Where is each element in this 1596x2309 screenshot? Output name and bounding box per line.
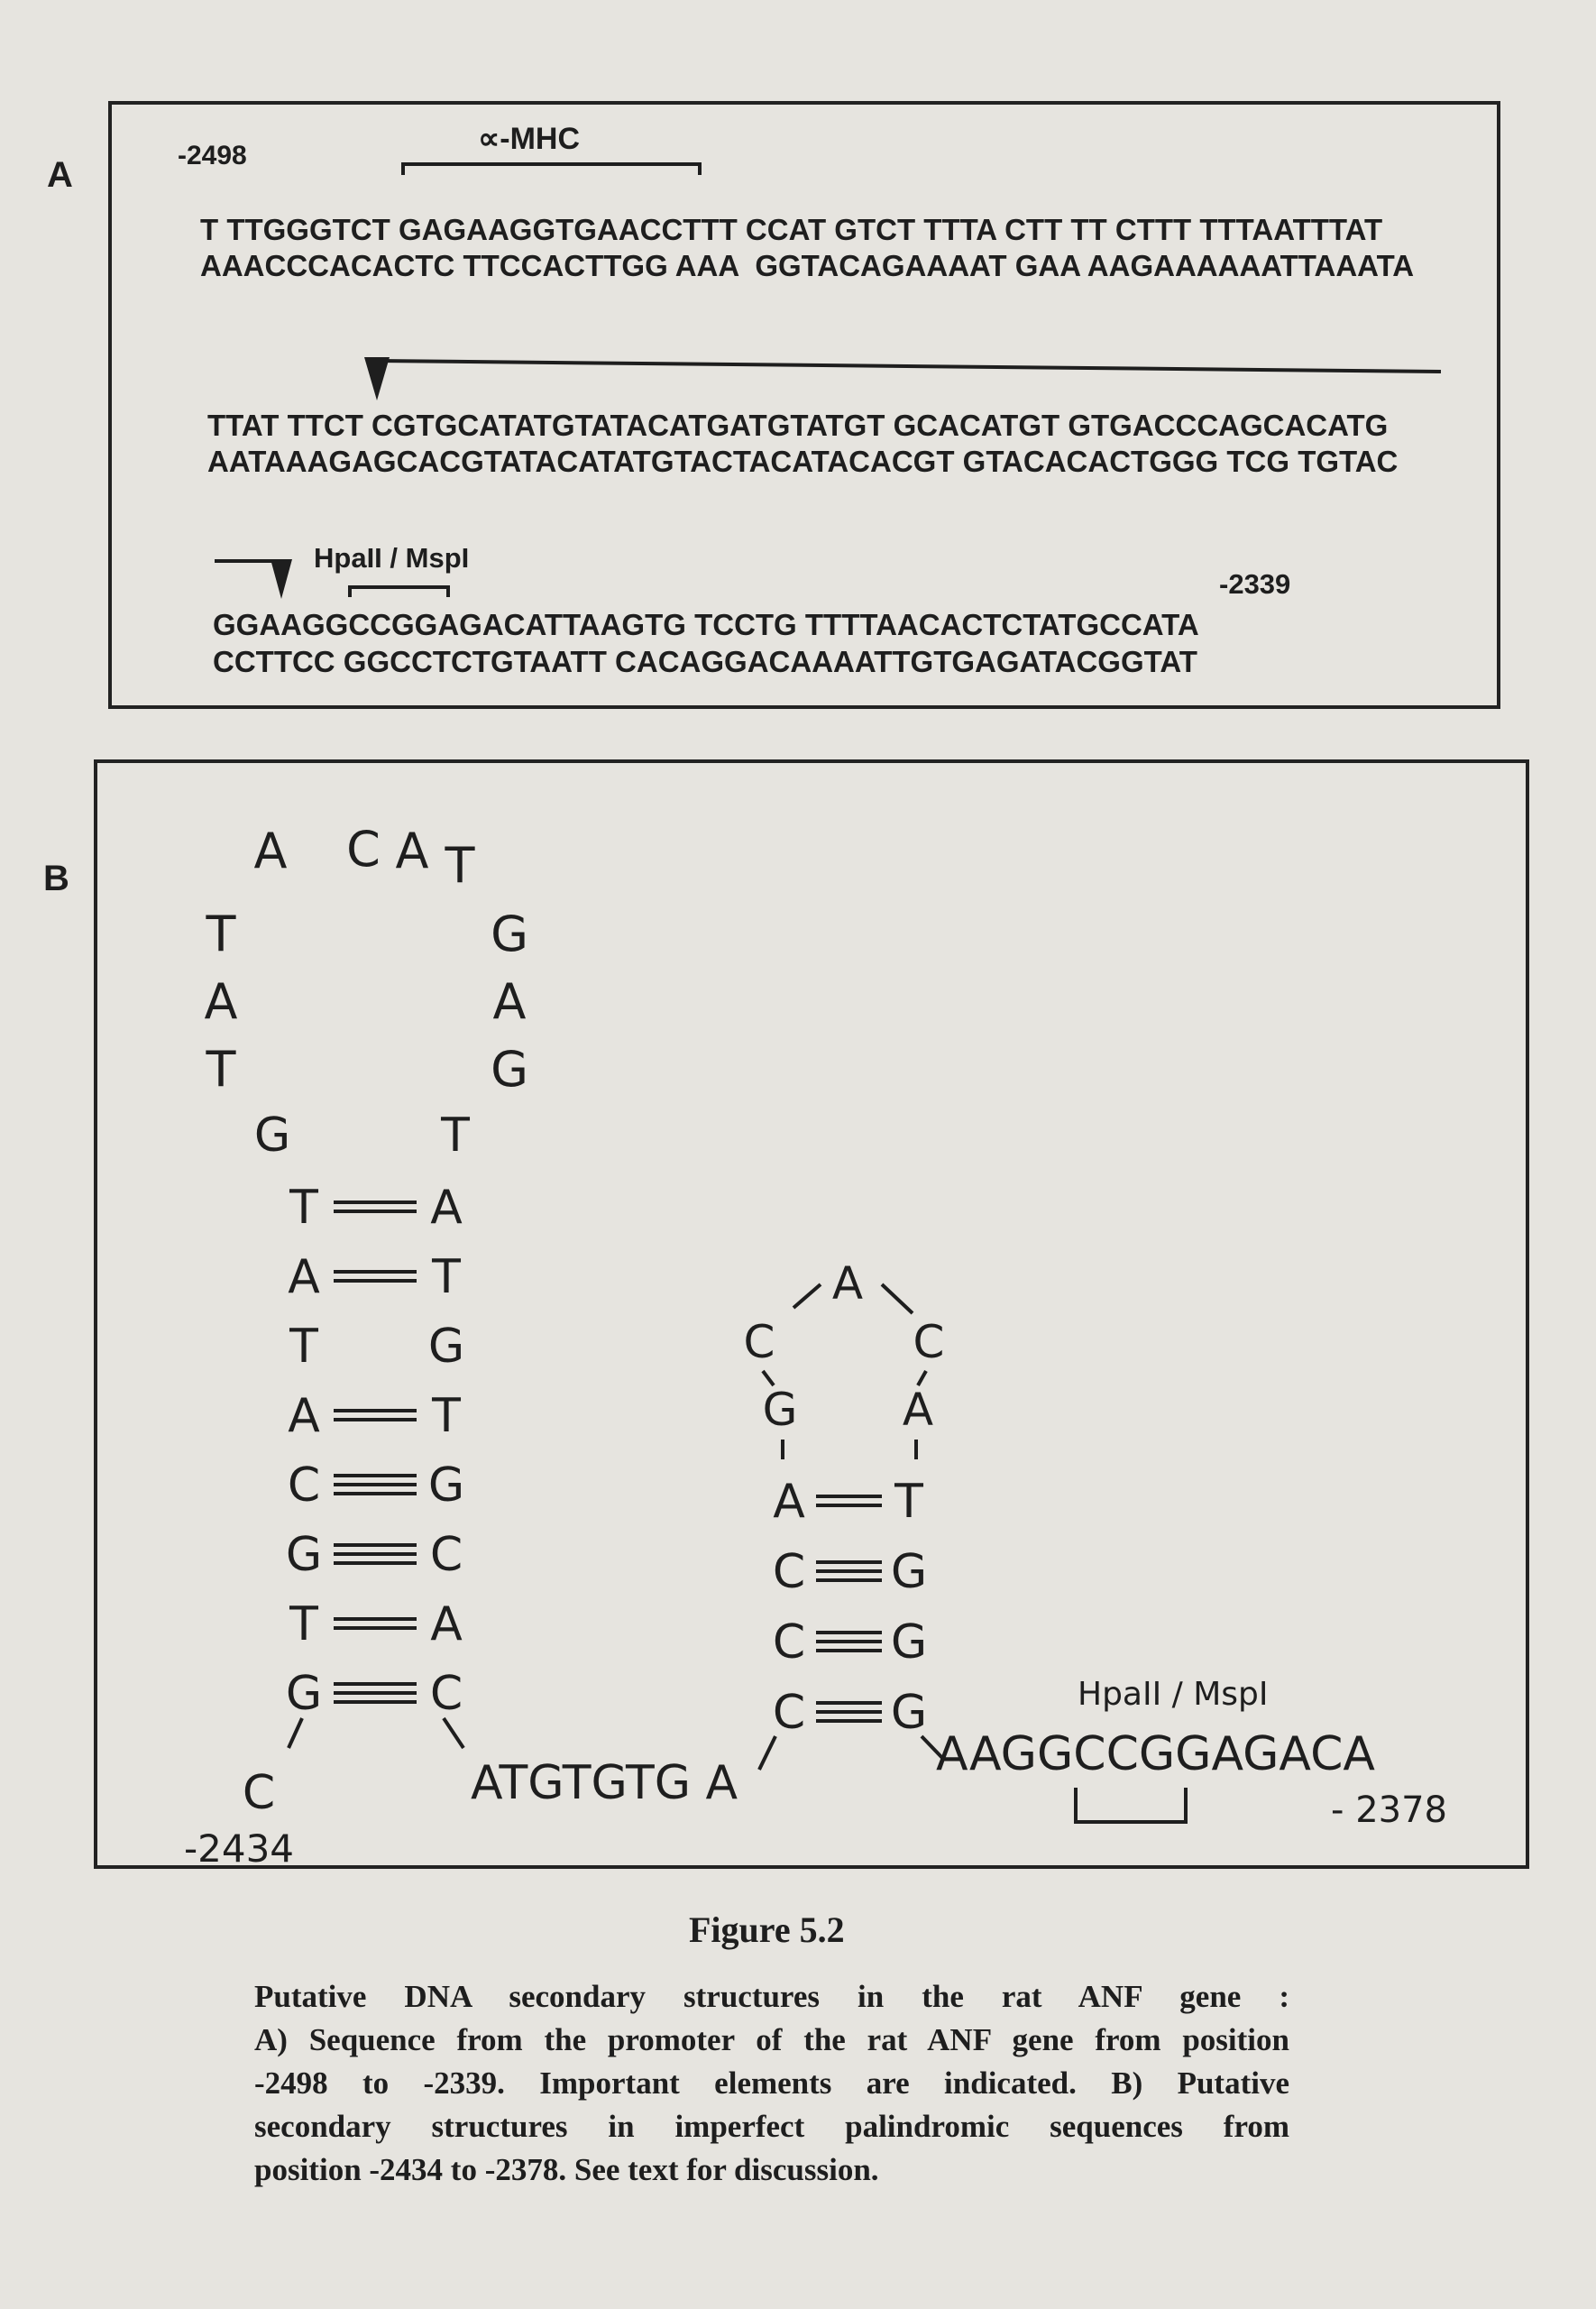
- hpaii-bracket-b: [1074, 1788, 1188, 1824]
- hairpin2-end-position: - 2378: [1331, 1789, 1447, 1831]
- hairpin2-stem-base: A: [773, 1475, 805, 1529]
- hairpin2-stem-base: T: [894, 1475, 923, 1529]
- caption-line-4: secondary structures in imperfect palind…: [254, 2109, 1289, 2144]
- mhc-bracket: [401, 162, 702, 175]
- seq-block3-top: GGAAGGCCGGAGACATTAAGTG TCCTG TTTTAACACTC…: [213, 608, 1199, 641]
- hairpin1-start-position: -2434: [184, 1826, 294, 1871]
- hairpin2-stem-base: C: [773, 1545, 805, 1599]
- hairpin2-stem-base: G: [891, 1686, 927, 1740]
- hairpin2-stem-base: G: [891, 1615, 927, 1670]
- hairpin1-stem-base: G: [286, 1528, 322, 1582]
- hairpin1-loop-base: G: [491, 1041, 528, 1098]
- hairpin2-loop-base: A: [832, 1257, 863, 1310]
- hairpin2-stem-base: C: [773, 1615, 805, 1670]
- seq-block2-top: TTAT TTCT CGTGCATATGTATACATGATGTATGT GCA…: [207, 409, 1389, 442]
- hairpin1-stem-base: T: [431, 1389, 461, 1443]
- hairpin2-loop-connector: [761, 1369, 775, 1387]
- hairpin1-stem-base: C: [430, 1528, 463, 1582]
- hairpin2-stem-base: C: [773, 1686, 805, 1740]
- panel-a-start-position: -2498: [178, 141, 247, 170]
- hairpin1-stem-base: A: [430, 1597, 463, 1651]
- hairpin2-backbone-connector: [920, 1734, 945, 1761]
- hairpin1-backbone-connector: [442, 1716, 465, 1750]
- hairpin1-stem-base: T: [289, 1320, 318, 1374]
- hairpin1-stem-base: A: [430, 1181, 463, 1235]
- panel-b-box: [94, 759, 1529, 1869]
- hairpin1-tail-base: C: [243, 1766, 275, 1820]
- hairpin1-stem-base: T: [289, 1597, 318, 1651]
- hairpin1-stem-base: A: [288, 1250, 320, 1304]
- hairpin1-loop-base: A: [254, 823, 288, 879]
- hairpin2-loop-connector: [792, 1283, 822, 1310]
- hairpin1-loop-base: A: [493, 973, 527, 1030]
- hpaii-label-b: HpaII / MspI: [1078, 1676, 1269, 1713]
- hairpin1-stem-base: A: [288, 1389, 320, 1443]
- hairpin1-stem-base: T: [289, 1181, 318, 1235]
- hairpin1-loop-base: T: [445, 837, 476, 894]
- figure-title: Figure 5.2: [689, 1909, 845, 1950]
- hairpin1-backbone-connector: [287, 1717, 304, 1749]
- hairpin1-loop-base: T: [206, 906, 237, 962]
- caption-text: Putative DNA secondary structures in the…: [254, 1975, 1289, 2192]
- hairpin1-stem-base: G: [428, 1320, 464, 1374]
- mhc-element-label: ∝-MHC: [478, 122, 581, 156]
- hairpin1-neck-base: G: [254, 1109, 290, 1163]
- linker-sequence: ATGTGTG A: [471, 1756, 738, 1810]
- hairpin1-stem-base: C: [288, 1458, 320, 1513]
- hairpin1-stem-base: G: [428, 1458, 464, 1513]
- hairpin1-loop-base: A: [396, 823, 429, 879]
- hairpin2-loop-base: A: [903, 1384, 933, 1436]
- hairpin1-stem-base: G: [286, 1667, 322, 1721]
- transcript-arrowhead-1: [364, 357, 390, 400]
- hpaii-bracket-a: [348, 585, 450, 597]
- hairpin1-loop-base: C: [346, 821, 381, 878]
- hairpin1-neck-base: T: [440, 1109, 470, 1163]
- hairpin2-backbone-connector: [757, 1735, 777, 1771]
- hairpin2-loop-base: C: [744, 1316, 775, 1368]
- hpaii-label-a: HpaII / MspI: [314, 542, 470, 574]
- seq-block2-bottom: AATAAAGAGCACGTATACATATGTACTACATACACGT GT…: [207, 445, 1399, 478]
- hairpin1-loop-base: A: [205, 973, 238, 1030]
- transcript-arrowhead-2: [271, 559, 292, 599]
- panel-a-box: [108, 101, 1500, 709]
- caption-line-2: A) Sequence from the promoter of the rat…: [254, 2022, 1289, 2057]
- seq-block1-top: T TTGGGTCT GAGAAGGTGAACCTTT CCAT GTCT TT…: [200, 213, 1383, 246]
- seq-block1-bottom: AAACCCACACTC TTCCACTTGG AAA GGTACAGAAAAT…: [200, 249, 1415, 282]
- panel-a-label: A: [47, 155, 73, 195]
- panel-a-end-position: -2339: [1219, 568, 1291, 600]
- hairpin1-loop-base: T: [206, 1041, 237, 1098]
- caption-line-1: Putative DNA secondary structures in the…: [254, 1979, 1289, 2014]
- hairpin2-loop-base: C: [913, 1316, 945, 1368]
- transcript-line: [376, 359, 1442, 373]
- hairpin1-stem-base: C: [430, 1667, 463, 1721]
- hairpin2-loop-connector: [916, 1370, 928, 1386]
- panel-b-label: B: [43, 859, 69, 898]
- hairpin1-stem-base: T: [431, 1250, 461, 1304]
- hairpin2-stem-base: G: [891, 1545, 927, 1599]
- caption-line-5: position -2434 to -2378. See text for di…: [254, 2152, 879, 2187]
- hairpin2-tail-sequence: AAGGCCGGAGACA: [936, 1727, 1375, 1781]
- caption-line-3: -2498 to -2339. Important elements are i…: [254, 2065, 1289, 2101]
- hairpin1-loop-base: G: [491, 906, 528, 962]
- hairpin2-loop-connector: [880, 1283, 914, 1315]
- seq-block3-bottom: CCTTCC GGCCTCTGTAATT CACAGGACAAAATTGTGAG…: [213, 645, 1197, 678]
- panel-a-annotations: [215, 162, 1442, 599]
- hairpin2-loop-base: G: [763, 1384, 798, 1436]
